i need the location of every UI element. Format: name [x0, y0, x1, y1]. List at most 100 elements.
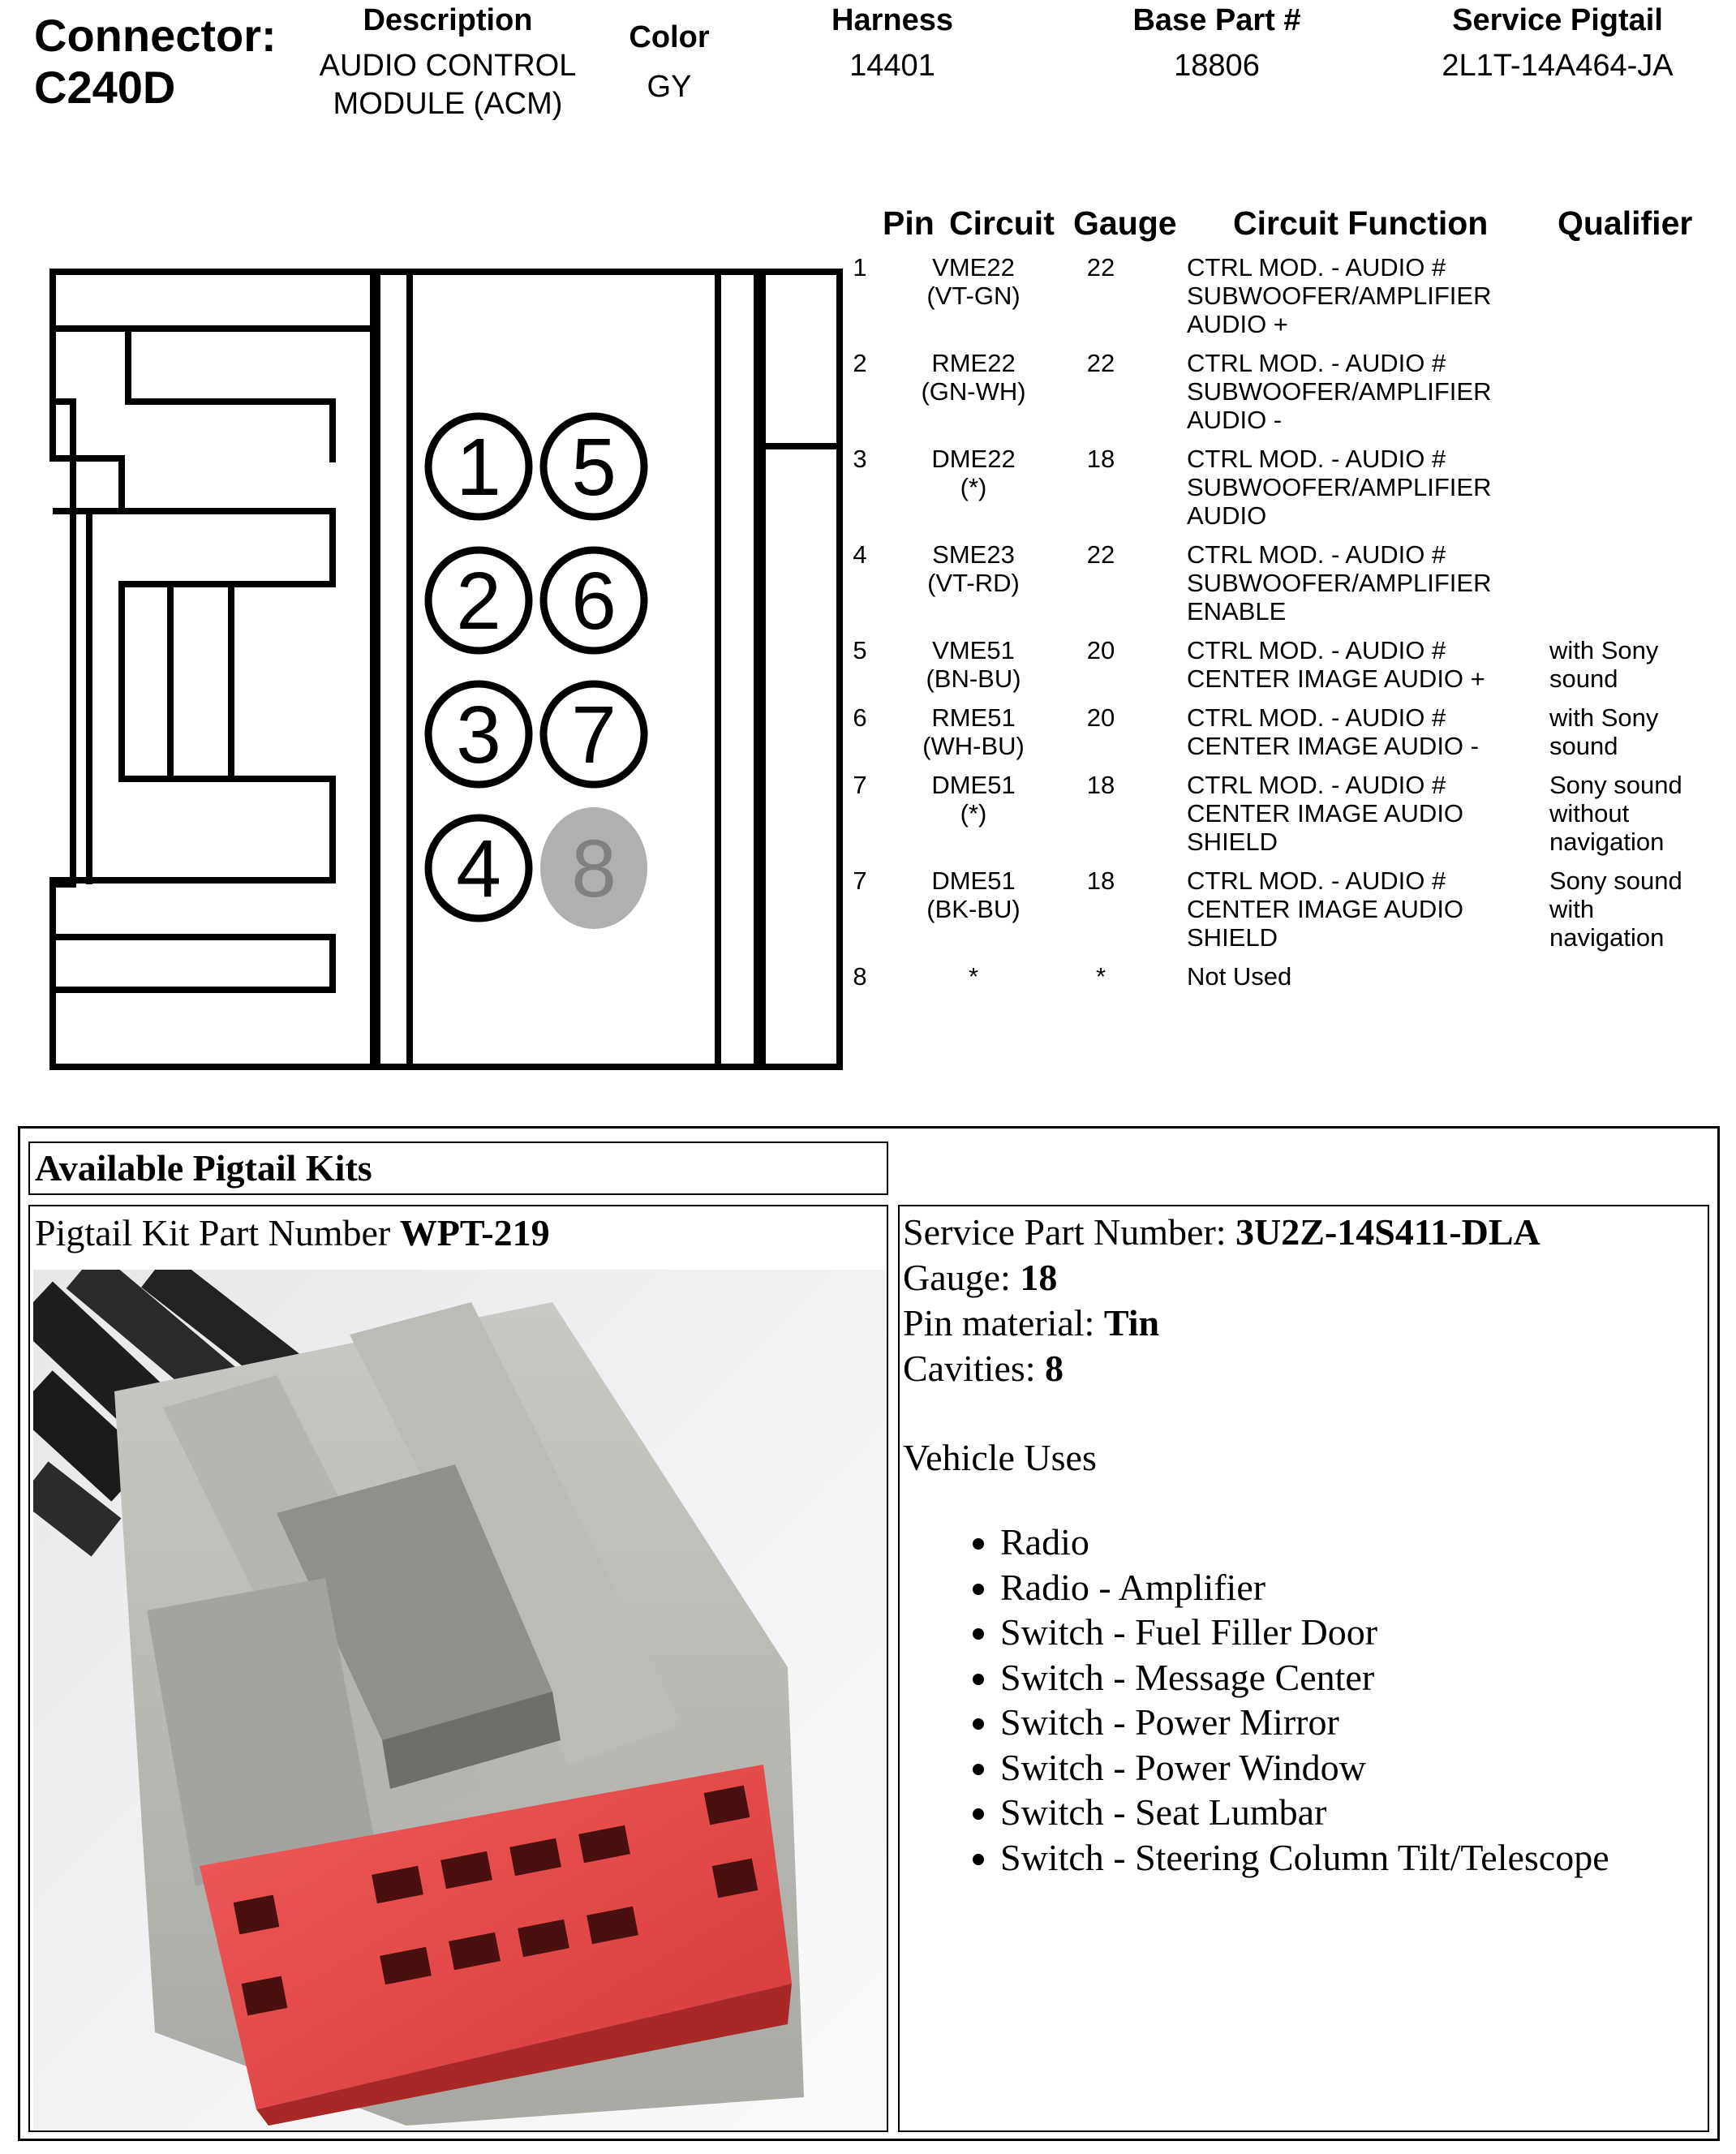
function-line: CENTER IMAGE AUDIO [1187, 799, 1464, 828]
circuit-code: VME51 [932, 636, 1015, 664]
pin-number: 7 [853, 866, 867, 895]
qualifier-line: with [1549, 895, 1595, 923]
gauge-cell: 18 [1086, 866, 1115, 895]
function-cell: CTRL MOD. - AUDIO #CENTER IMAGE AUDIO - [1187, 703, 1528, 760]
spec-label: Cavities: [903, 1348, 1046, 1389]
description-value: AUDIO CONTROL MODULE (ACM) [286, 47, 610, 123]
harness-label: Harness [831, 3, 953, 37]
function-line: AUDIO + [1187, 310, 1288, 338]
color-value: GY [647, 70, 692, 104]
function-line: SUBWOOFER/AMPLIFIER [1187, 377, 1492, 406]
circuit-code: DME22 [931, 445, 1016, 473]
cavity-8-unused: 8 [540, 807, 647, 929]
circuit-color: (BN-BU) [926, 664, 1021, 693]
vehicle-uses-list: Radio Radio - Amplifier Switch - Fuel Fi… [956, 1520, 1609, 1880]
circuit-cell: DME51(*) [909, 771, 1038, 828]
red-terminal-face [200, 1765, 792, 2126]
circuit-color: (WH-BU) [922, 732, 1025, 760]
pigtail-specs-cell: Service Part Number: 3U2Z-14S411-DLA Gau… [898, 1205, 1709, 2132]
circuit-color: (*) [960, 799, 987, 828]
kit-number: WPT-219 [399, 1212, 550, 1253]
cavity-1: 1 [424, 412, 533, 521]
qualifier-line: Sony sound [1549, 866, 1682, 895]
function-cell: CTRL MOD. - AUDIO #CENTER IMAGE AUDIO + [1187, 636, 1528, 693]
vehicle-uses-heading: Vehicle Uses [903, 1437, 1097, 1478]
function-line: ENABLE [1187, 597, 1287, 626]
function-line: SUBWOOFER/AMPLIFIER [1187, 473, 1492, 501]
pigtail-kits-title-cell: Available Pigtail Kits [28, 1141, 888, 1195]
color-label: Color [629, 20, 710, 54]
function-line: AUDIO [1187, 501, 1267, 530]
qualifier-line: with Sony [1549, 703, 1659, 732]
qualifier-line: Sony sound [1549, 771, 1682, 799]
gauge-cell: * [1095, 962, 1106, 991]
pin-number: 1 [853, 253, 867, 282]
spec-cavities: Cavities: 8 [903, 1346, 1064, 1391]
spec-value: Tin [1103, 1302, 1160, 1344]
circuit-cell: RME22(GN-WH) [909, 349, 1038, 406]
spec-value: 8 [1045, 1348, 1064, 1389]
circuit-cell: SME23(VT-RD) [909, 540, 1038, 597]
function-line: AUDIO - [1187, 406, 1283, 434]
circuit-color: (BK-BU) [926, 895, 1021, 923]
function-cell: Not Used [1187, 962, 1528, 991]
qualifier-line: navigation [1549, 828, 1665, 856]
circuit-cell: DME51(BK-BU) [909, 866, 1038, 923]
circuit-cell: * [909, 962, 1038, 991]
qualifier-line: sound [1549, 664, 1618, 693]
function-line: CENTER IMAGE AUDIO [1187, 895, 1464, 923]
pin-number: 6 [853, 703, 867, 732]
connector-housing-outline [49, 269, 843, 1070]
gauge-cell: 20 [1086, 703, 1115, 732]
cavity-number: 6 [571, 556, 617, 647]
function-line: SUBWOOFER/AMPLIFIER [1187, 569, 1492, 597]
cavity-number: 4 [456, 823, 501, 914]
pigtail-kit-part-number: Pigtail Kit Part Number WPT-219 [35, 1211, 550, 1254]
cavity-7: 7 [539, 680, 648, 789]
pin-number: 8 [853, 962, 867, 991]
cavity-5: 5 [539, 412, 648, 521]
pin-number: 4 [853, 540, 867, 569]
spec-service-part-number: Service Part Number: 3U2Z-14S411-DLA [903, 1210, 1540, 1255]
gauge-cell: 22 [1086, 540, 1115, 569]
base-part-value: 18806 [1174, 49, 1260, 83]
column-header-pin: Pin [883, 204, 935, 242]
function-line: CTRL MOD. - AUDIO # [1187, 253, 1446, 282]
spec-label: Service Part Number: [903, 1211, 1236, 1253]
circuit-code: DME51 [931, 771, 1016, 799]
pin-table: Pin Circuit Gauge Circuit Function Quali… [0, 195, 1736, 998]
kit-label: Pigtail Kit Part Number [35, 1212, 400, 1253]
function-line: CTRL MOD. - AUDIO # [1187, 540, 1446, 569]
spec-value: 3U2Z-14S411-DLA [1235, 1211, 1540, 1253]
circuit-code: DME51 [931, 866, 1016, 895]
function-line: CENTER IMAGE AUDIO - [1187, 732, 1479, 760]
pigtail-kits-panel: Available Pigtail Kits Pigtail Kit Part … [18, 1126, 1720, 2141]
pin-number: 5 [853, 636, 867, 664]
vehicle-use-item: Radio - Amplifier [1000, 1565, 1609, 1610]
connector-header: Connector: C240D Description AUDIO CONTR… [0, 0, 1736, 138]
gauge-cell: 20 [1086, 636, 1115, 664]
function-line: Not Used [1187, 962, 1292, 991]
cavity-number: 1 [456, 422, 501, 513]
description-line: AUDIO CONTROL [319, 49, 577, 83]
circuit-code: RME22 [931, 349, 1016, 377]
circuit-code: RME51 [931, 703, 1016, 732]
cavity-number: 7 [571, 690, 617, 780]
description-label: Description [363, 3, 533, 37]
function-line: CTRL MOD. - AUDIO # [1187, 636, 1446, 664]
vehicle-use-item: Switch - Power Window [1000, 1745, 1609, 1791]
service-pigtail-value: 2L1T-14A464-JA [1442, 49, 1674, 83]
vehicle-use-item: Switch - Steering Column Tilt/Telescope [1000, 1835, 1609, 1881]
pin-number: 7 [853, 771, 867, 799]
cavity-6: 6 [539, 546, 648, 655]
cavity-4: 4 [424, 814, 533, 922]
connector-title: Connector: C240D [34, 10, 277, 114]
qualifier-line: sound [1549, 732, 1618, 760]
spec-gauge: Gauge: 18 [903, 1255, 1057, 1301]
